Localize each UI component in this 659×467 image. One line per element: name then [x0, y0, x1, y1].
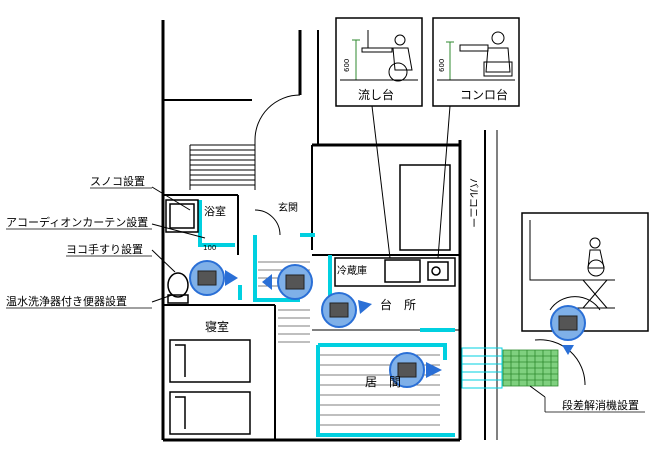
label-step: 段差解消機設置 [562, 398, 639, 412]
camera-viewpoint-entrance[interactable] [262, 264, 313, 300]
camera-viewpoint-toilet[interactable] [189, 260, 238, 296]
inset-sink [335, 17, 423, 107]
label-kitchen: 台 所 [380, 297, 416, 312]
toilet [167, 272, 189, 304]
label-accordion: アコーディオンカーテン設置 [6, 215, 148, 229]
beds [169, 339, 251, 435]
inset-step-lift [521, 212, 649, 332]
label-bedroom: 寝室 [205, 319, 229, 334]
label-entrance: 玄関 [278, 201, 298, 214]
balcony-ramp [461, 347, 503, 389]
camera-viewpoint-kitchen[interactable] [321, 292, 372, 328]
step-lift-grid [502, 349, 559, 387]
label-living: 居 間 [365, 375, 401, 389]
label-storage: 冷蔵庫 [337, 264, 367, 277]
label-stove-title: コンロ台 [460, 87, 508, 102]
inset-stove [432, 17, 520, 107]
label-dim-sink: 600 [343, 59, 351, 72]
label-washlet: 温水洗浄器付き便器設置 [6, 294, 127, 308]
accent-markings [198, 200, 455, 437]
label-bath: 浴室 [204, 204, 226, 218]
label-handrail: ヨコ手すり設置 [66, 242, 143, 256]
camera-viewpoint-living[interactable] [389, 352, 442, 388]
camera-viewpoint-step-lift[interactable] [550, 305, 586, 355]
stairs [189, 140, 256, 190]
label-sink-title: 流し台 [358, 87, 394, 102]
leader-lines [151, 105, 546, 398]
kitchen-counter [334, 164, 456, 287]
walls [161, 20, 498, 442]
label-balcony: バルコニー [467, 178, 479, 228]
label-small-dim: 100 [203, 244, 216, 252]
label-dim-stove: 600 [438, 59, 446, 72]
label-sunoko: スノコ設置 [90, 174, 145, 188]
